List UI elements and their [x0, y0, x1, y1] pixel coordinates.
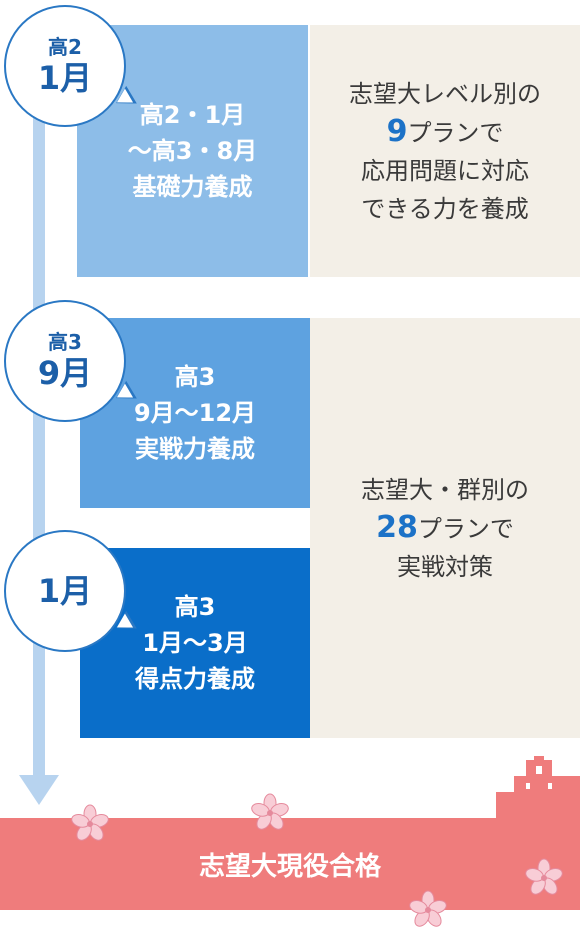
- phase-period: 1月～3月: [142, 629, 248, 657]
- plan-box-group: 志望大・群別の 28プランで 実戦対策: [310, 318, 580, 738]
- plan-line: できる力を養成: [361, 194, 529, 223]
- phase-title: 得点力養成: [135, 665, 255, 693]
- building-icon: [496, 756, 580, 820]
- plan-line: 志望大レベル別の: [349, 79, 541, 108]
- plan-box-level: 志望大レベル別の 9プランで 応用問題に対応 できる力を養成: [310, 25, 580, 277]
- milestone-bubble-g2-jan: 高2 1月: [4, 5, 142, 127]
- plan-line: 応用問題に対応: [361, 156, 529, 185]
- plan-count-suffix: プランで: [417, 514, 514, 543]
- phase-box-basic: 高2・1月 ～高3・8月 基礎力養成: [77, 25, 308, 277]
- phase-period: 9月～12月: [133, 399, 257, 427]
- bubble-month: 9月: [37, 354, 93, 392]
- plan-count-suffix: プランで: [407, 118, 504, 147]
- plan-count: 9: [386, 113, 408, 149]
- phase-period-end: ～高3・8月: [127, 137, 258, 165]
- phase-grade: 高3: [174, 363, 216, 391]
- sakura-flower-icon: [525, 858, 563, 895]
- goal-label: 志望大現役合格: [198, 851, 381, 882]
- plan-count: 28: [376, 509, 418, 545]
- phase-period: 高2・1月: [139, 101, 246, 129]
- timeline-arrow-icon: [19, 775, 59, 805]
- milestone-bubble-jan: 1月: [4, 530, 142, 652]
- plan-line: 志望大・群別の: [361, 475, 529, 504]
- sakura-flower-icon: [409, 890, 447, 927]
- phase-grade: 高3: [174, 593, 216, 621]
- plan-line: 実戦対策: [397, 552, 493, 581]
- goal-banner: 志望大現役合格: [0, 818, 580, 910]
- bubble-month: 1月: [37, 572, 93, 610]
- plan-count-line: 28プランで: [376, 509, 514, 548]
- timeline-line: [33, 92, 45, 777]
- sakura-flower-icon: [251, 793, 289, 830]
- bubble-grade: 高2: [48, 35, 82, 59]
- bubble-grade: 高3: [48, 330, 82, 354]
- phase-title: 基礎力養成: [132, 173, 253, 201]
- plan-count-line: 9プランで: [387, 113, 504, 152]
- milestone-bubble-g3-sep: 高3 9月: [4, 300, 142, 422]
- sakura-flower-icon: [71, 804, 109, 841]
- bubble-month: 1月: [37, 59, 93, 97]
- phase-title: 実戦力養成: [135, 435, 255, 463]
